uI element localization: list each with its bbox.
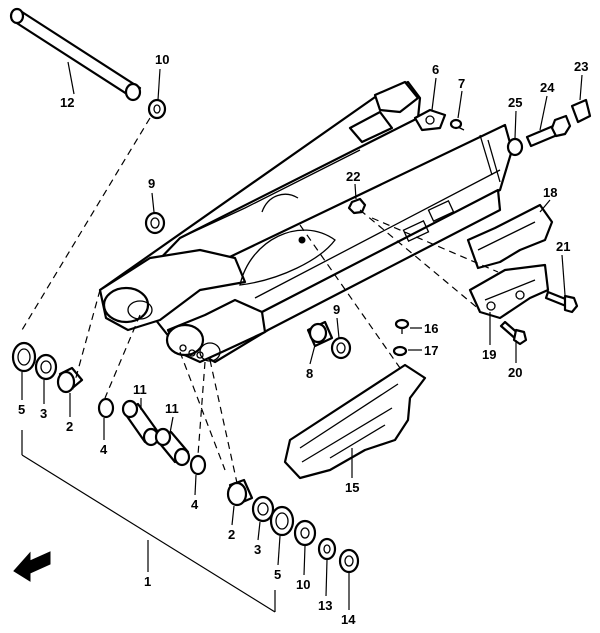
callout-11-b: 11	[165, 401, 179, 416]
callout-labels: 12 10 9 6 7 25 24 23 22 18 21 19 20 16 1…	[18, 52, 588, 627]
callout-12: 12	[60, 95, 74, 110]
callout-6: 6	[432, 62, 439, 77]
screw-16	[394, 318, 410, 334]
collar-2-left	[56, 366, 84, 394]
bolt-24	[525, 114, 572, 148]
callout-23: 23	[574, 59, 588, 74]
bearing-3-right	[251, 495, 275, 523]
callout-19: 19	[482, 347, 496, 362]
callout-3-right: 3	[254, 542, 261, 557]
callout-21: 21	[556, 239, 570, 254]
nut-22	[347, 197, 367, 215]
callout-15: 15	[345, 480, 359, 495]
spacer-8	[306, 320, 334, 348]
callout-25: 25	[508, 95, 522, 110]
washer-17	[392, 345, 408, 357]
bearing-9-right	[330, 336, 352, 360]
seal-5-right	[269, 505, 295, 537]
seal-5-left	[11, 341, 37, 373]
washer-13	[317, 537, 337, 561]
assembly-bracket	[21, 430, 276, 613]
callout-5-right: 5	[274, 567, 281, 582]
sleeve-11-a	[121, 399, 160, 447]
callout-18: 18	[543, 185, 557, 200]
front-arrow-icon	[13, 551, 51, 582]
leader-lines	[21, 61, 583, 610]
clip-nut-23	[570, 98, 592, 124]
washer-10-top	[147, 98, 167, 120]
callout-10-top: 10	[155, 52, 169, 67]
bolt-20	[499, 320, 528, 346]
callout-14: 14	[341, 612, 356, 627]
callout-16: 16	[424, 321, 438, 336]
pivot-shaft	[9, 7, 142, 102]
callout-1: 1	[144, 574, 151, 589]
callout-2-right: 2	[228, 527, 235, 542]
bolt-21	[544, 290, 579, 314]
nut-14	[338, 548, 360, 574]
callout-10-bottom: 10	[296, 577, 310, 592]
chain-guide-bracket	[466, 203, 554, 320]
bolt-7	[449, 118, 465, 131]
assembly-lines	[21, 117, 499, 484]
chain-guide	[283, 363, 427, 480]
bearing-9-left	[144, 211, 166, 235]
callout-9-left: 9	[148, 176, 155, 191]
callout-2-left: 2	[66, 419, 73, 434]
washer-4-right	[189, 454, 207, 476]
callout-4-left: 4	[100, 442, 108, 457]
collar-2-right	[226, 478, 254, 507]
callout-7: 7	[458, 76, 465, 91]
callout-3-left: 3	[40, 406, 47, 421]
callout-17: 17	[424, 343, 438, 358]
callout-13: 13	[318, 598, 332, 613]
collar-25	[506, 137, 524, 157]
callout-11-a: 11	[133, 382, 147, 397]
bracket-plate-6	[413, 108, 447, 132]
sleeve-11-b	[154, 427, 191, 467]
callout-5-left: 5	[18, 402, 25, 417]
washer-10-bottom	[293, 519, 317, 547]
callout-9-right: 9	[333, 302, 340, 317]
callout-22: 22	[346, 169, 360, 184]
callout-8: 8	[306, 366, 313, 381]
callout-20: 20	[508, 365, 522, 380]
washer-4-left	[97, 397, 115, 419]
bearing-3-left	[34, 353, 58, 381]
callout-4-right: 4	[191, 497, 199, 512]
callout-24: 24	[540, 80, 555, 95]
